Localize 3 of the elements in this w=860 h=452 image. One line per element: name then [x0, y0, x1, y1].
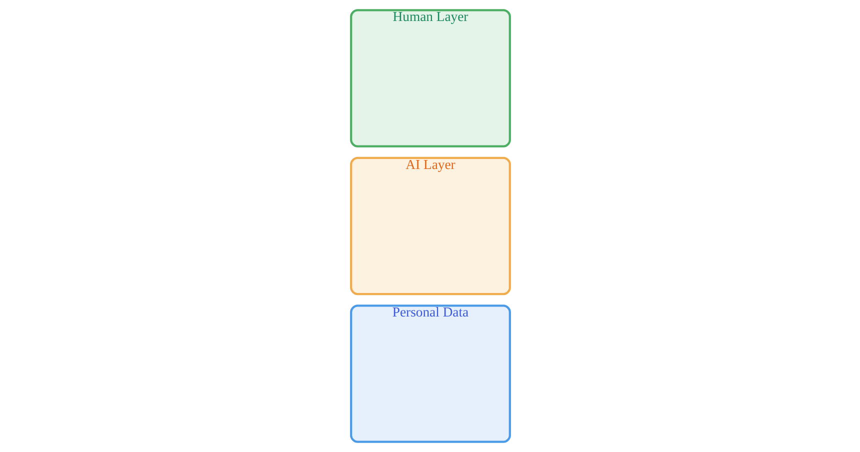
node-box: Human Layer	[350, 9, 510, 148]
node-box: AI Layer	[350, 156, 510, 296]
node-box: Personal Data	[350, 304, 510, 443]
